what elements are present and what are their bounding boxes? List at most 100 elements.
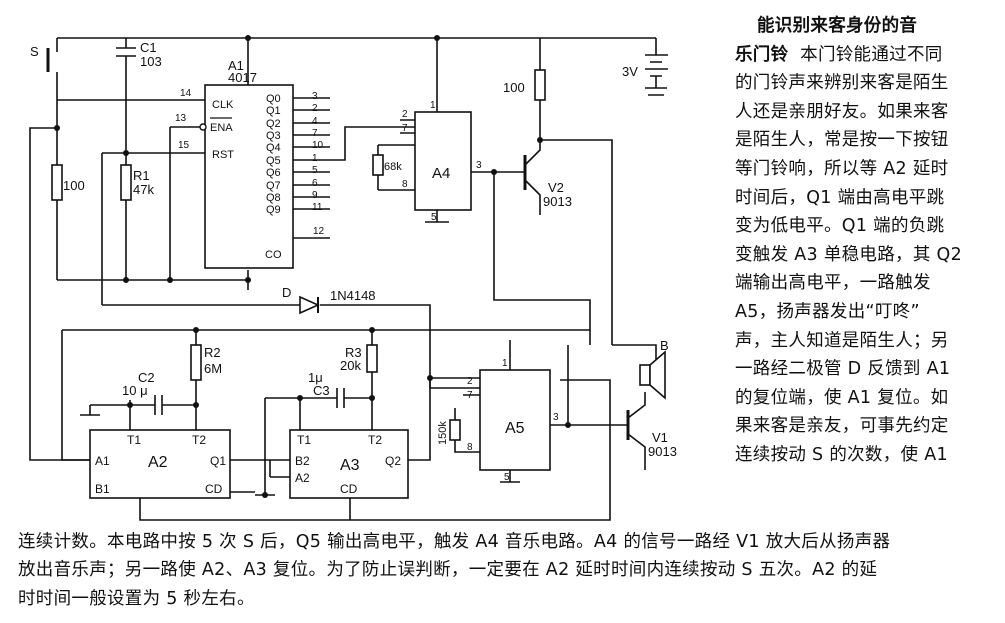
a4-pin3: 3 [476,160,482,171]
junction-dots [54,35,571,498]
article-bottom-line-1: 放出音乐声；另一路使 A2、A3 复位。为了防止误判断，一定要在 A2 延时时间… [18,560,878,581]
a2-a1: A1 [95,454,110,468]
a5-label: A5 [505,420,525,437]
article-side-line: 人还是亲朋好友。如果来客 [735,101,949,122]
a1-pin-ena: 13 [175,113,187,124]
a2-cd: CD [205,482,223,496]
article-side-line: 的复位端，使 A1 复位。如 [735,387,949,408]
a1-output-label: Q3 [266,130,281,142]
c2-label: C2 [138,370,155,385]
a5-pin2: 2 [467,376,473,387]
a1-output-label: Q5 [266,155,281,167]
article-side-line: 声，主人知道是陌生人；另 [735,330,949,351]
a1-output-pin: 5 [312,165,318,176]
article-side-line-0: 本门铃能通过不同 [800,44,943,65]
a5-pin7: 7 [467,390,473,401]
a4-res-value: 68k [384,161,402,173]
a2-t2: T2 [192,433,206,447]
a1-ena: ENA [210,122,233,134]
article-title-row: 乐门铃 本门铃能通过不同 [735,41,997,70]
r1-value: 47k [133,182,154,197]
a1-output-pin: 1 [312,153,318,164]
a1-output-pin: 11 [312,202,323,213]
article-side-line: A5，扬声器发出“叮咚” [735,301,920,322]
c3-label: C3 [313,383,330,398]
a4-pin7: 7 [402,123,408,134]
a1-output-label: Q8 [266,192,281,204]
a1-pin-co: 12 [313,226,325,237]
article-bottom-line-2: 时时间一般设置为 5 秒左右。 [18,588,255,609]
a1-output-label: Q6 [266,167,281,179]
a1-output-pin: 7 [312,128,318,139]
c3-value: 1μ [308,370,323,385]
a2-q1: Q1 [210,454,226,468]
a1-output-label: Q0 [266,93,281,105]
ena-bubble [199,123,207,131]
a5-pin3: 3 [553,412,559,423]
a3-t2: T2 [368,433,382,447]
a3-b2: B2 [295,454,310,468]
r-100-top-value: 100 [503,80,525,95]
a1-pin-clk: 14 [180,88,192,99]
a4-pin5: 5 [431,212,437,223]
c2-value: 10 μ [122,383,148,398]
article-bottom-line-0: 连续计数。本电路中按 5 次 S 后，Q5 输出高电平，触发 A4 音乐电路。A… [18,532,891,552]
a3-a2: A2 [295,471,310,485]
a1-output-label: Q9 [266,204,281,216]
article-side-column: 能识别来客身份的音 乐门铃 本门铃能通过不同 的门铃声来辨别来客是陌生人还是亲朋… [735,12,997,470]
circuit-diagram: S C1 103 A1 4017 CLK ENA RST CO 14 13 15… [29,35,677,521]
a5-res-value: 150k [437,421,449,445]
a1-output-label: Q2 [266,118,281,130]
wires [29,37,668,521]
a2-t1: T1 [127,433,141,447]
article-bottom-text: 连续计数。本电路中按 5 次 S 后，Q5 输出高电平，触发 A4 音乐电路。A… [18,528,996,613]
v2-label: V2 [548,180,564,195]
a1-output-label: Q1 [266,105,281,117]
switch-label: S [30,44,39,59]
a5-pin1: 1 [502,358,508,369]
a2-b1: B1 [95,482,110,496]
a1-output-label: Q7 [266,180,281,192]
a5-pin5: 5 [504,472,510,483]
a1-rst: RST [212,149,234,161]
article-side-line: 连续按动 S 的次数，使 A1 [735,444,948,465]
a1-output-pin: 4 [312,116,318,127]
article-side-line: 的门铃声来辨别来客是陌生 [735,73,949,94]
article-side-line: 时间后，Q1 端由高电平跳 [735,187,945,208]
a4-label: A4 [432,165,450,182]
speaker-label: B [660,338,669,353]
a1-output-pin: 2 [312,103,318,114]
a3-cd: CD [340,482,358,496]
a3-t1: T1 [297,433,311,447]
r2-value: 6M [204,361,222,376]
diode-label: D [282,285,291,300]
a5-pin8: 8 [467,442,473,453]
article-side-line: 一路经二极管 D 反馈到 A1 [735,359,951,380]
article-side-line: 等门铃响，所以等 A2 延时 [735,158,949,179]
c1-value: 103 [140,54,162,69]
article-title-line2: 乐门铃 [735,44,789,65]
r2-label: R2 [204,345,221,360]
a2-label: A2 [148,454,168,471]
article-side-line: 果来客是亲友，可事先约定 [735,416,949,437]
article-side-line: 变为低电平。Q1 端的负跳 [735,216,945,237]
article-side-lines: 的门铃声来辨别来客是陌生人还是亲朋好友。如果来客是陌生人，常是按一下按钮等门铃响… [735,69,997,469]
article-title-line1: 能识别来客身份的音 [757,16,918,36]
a1-part: 4017 [228,70,257,85]
a4-pin1: 1 [430,100,436,111]
a1-clk: CLK [212,99,234,111]
a4-pin8: 8 [402,179,408,190]
diode-symbol [299,295,320,315]
a1-co: CO [265,249,282,261]
speaker-icon [639,350,666,400]
a1-output-label: Q4 [266,142,281,154]
c1-label: C1 [140,40,157,55]
article-side-line: 是陌生人，常是按一下按钮 [735,130,949,151]
r-100-left-value: 100 [63,178,85,193]
resistors [51,69,546,441]
a1-label: A1 [228,58,244,73]
v2-part: 9013 [543,194,572,209]
a3-label: A3 [340,457,360,474]
a1-pin-rst: 15 [178,140,190,151]
a4-pin2: 2 [402,109,408,120]
